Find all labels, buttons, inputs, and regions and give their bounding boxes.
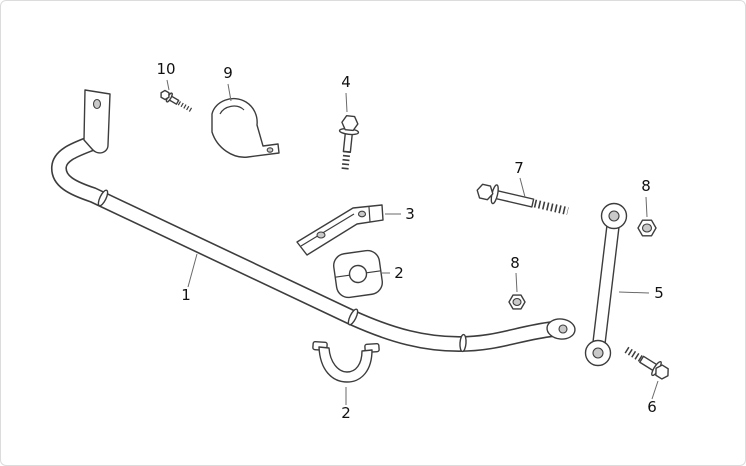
callout-4-label: 4	[341, 73, 351, 91]
callout-7-label: 7	[514, 159, 524, 177]
callout-5-label: 5	[654, 284, 664, 302]
callout-9: 9	[223, 64, 233, 102]
link-top-eye-hole	[608, 210, 620, 222]
callout-7: 7	[514, 159, 526, 198]
bracket-edge-line	[300, 213, 355, 247]
bolt-threads	[533, 199, 569, 216]
callout-8-mid: 8	[510, 254, 520, 293]
leader-line-5	[618, 291, 650, 294]
bracket-hole	[357, 210, 367, 218]
leader-line-1	[187, 253, 198, 288]
link-bottom-eye-hole	[592, 347, 604, 359]
bar-collar-ring	[97, 189, 109, 207]
bolt-threads	[341, 150, 351, 171]
callout-1-label: 1	[181, 286, 191, 304]
hex-nut-mid	[508, 294, 526, 310]
leader-line-10	[166, 79, 170, 91]
leader-line-7	[519, 177, 526, 198]
callout-1: 1	[181, 253, 198, 304]
clamp-bracket-hole	[266, 147, 274, 153]
link-rod	[592, 224, 620, 345]
hex-bolt-7	[476, 183, 569, 216]
stabilizer-link	[584, 202, 628, 367]
bolt-head	[476, 183, 494, 201]
callout-6-label: 6	[647, 398, 657, 416]
bushing-upper	[333, 249, 383, 299]
callout-4: 4	[341, 73, 351, 113]
clamp-shell	[318, 346, 373, 383]
callout-8-upper-label: 8	[641, 177, 651, 195]
callout-2-lower-label: 2	[341, 404, 351, 422]
bolt-threads	[624, 346, 645, 363]
callout-8-mid-label: 8	[510, 254, 520, 272]
callouts: 1 2 2 3 4 5 6 7	[156, 60, 663, 422]
hex-bolt-4	[338, 115, 360, 171]
leader-line-9	[227, 83, 232, 102]
leader-line-8-mid	[515, 272, 518, 293]
bar-collar-ring	[459, 333, 467, 353]
stabilizer-bar-tube-fill	[52, 134, 560, 351]
nut-bore	[512, 297, 522, 307]
callout-3-label: 3	[405, 205, 415, 223]
clamp-lower	[312, 340, 380, 383]
bracket-plate	[296, 204, 384, 256]
bushing-split-line	[366, 270, 381, 274]
screw-head	[160, 89, 170, 101]
callout-8-upper: 8	[641, 177, 651, 218]
callout-10-label: 10	[156, 60, 175, 78]
callout-10: 10	[156, 60, 176, 91]
clamp-bracket-inner-curve	[219, 105, 245, 115]
screw-10	[160, 89, 194, 113]
callout-2-upper: 2	[382, 264, 404, 282]
callout-2-upper-label: 2	[394, 264, 404, 282]
hex-nut-upper	[637, 219, 657, 237]
stabilizer-bar	[51, 89, 576, 353]
hex-bolt-6	[624, 346, 669, 380]
callout-2-lower: 2	[341, 387, 351, 422]
screw-threads	[177, 101, 194, 113]
clamp-bracket-body	[211, 97, 280, 158]
nut-bore	[641, 223, 653, 233]
leader-line-8-upper	[645, 196, 648, 218]
leader-line-6	[651, 380, 659, 400]
callout-3: 3	[385, 205, 415, 223]
bolt-head	[655, 364, 669, 380]
bar-end-eye-hole	[558, 324, 568, 334]
mounting-bracket	[296, 204, 384, 256]
bar-end-paddle-hole	[92, 98, 102, 110]
bushing-split-line	[335, 274, 350, 278]
bar-collar-ring	[347, 308, 359, 326]
callout-5: 5	[618, 284, 664, 302]
bracket-hole	[316, 231, 326, 239]
callout-6: 6	[647, 380, 659, 416]
bar-end-paddle	[83, 89, 111, 154]
bracket-fold-line	[368, 206, 371, 223]
callout-9-label: 9	[223, 64, 233, 82]
bolt-shank	[494, 189, 535, 208]
leader-line-4	[345, 92, 348, 113]
bolt-head	[341, 115, 359, 132]
clamp-bracket-9	[211, 97, 280, 158]
